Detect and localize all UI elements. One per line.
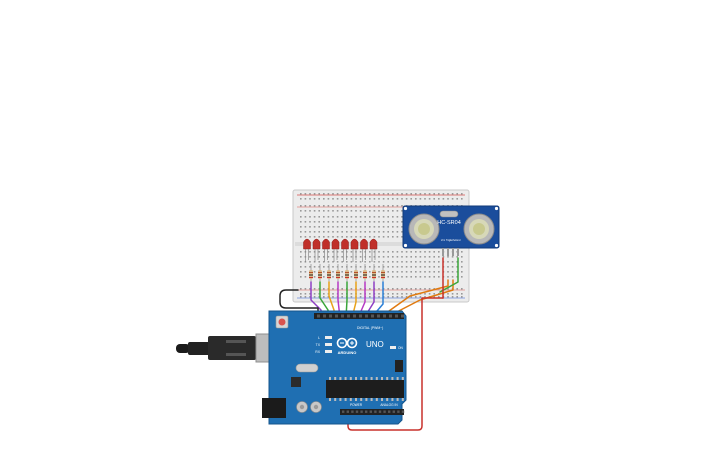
resistor-icon[interactable] — [381, 264, 385, 284]
icsp-header-icon — [395, 360, 403, 372]
mount-hole-icon — [403, 243, 408, 248]
chip-pins — [329, 377, 404, 401]
led-icon[interactable] — [331, 238, 340, 262]
sensor-pin-label-gnd: Gnd — [456, 239, 461, 242]
led-l-indicator — [325, 336, 332, 339]
model-label: UNO — [366, 340, 384, 349]
digital-pins — [317, 314, 404, 318]
on-label: ON — [398, 346, 403, 350]
transducer-left-icon — [408, 213, 440, 245]
bottom-pins — [342, 410, 405, 413]
power-header-label: POWER — [350, 403, 363, 407]
resistor-icon[interactable] — [309, 264, 313, 284]
resistor-icon[interactable] — [363, 264, 367, 284]
led-icon[interactable] — [341, 238, 349, 262]
resistor-icon[interactable] — [327, 264, 331, 284]
led-icon[interactable] — [360, 238, 368, 262]
mount-hole-icon — [494, 243, 499, 248]
led-icon[interactable] — [322, 238, 330, 262]
sensor-pin-label-vcc: Vcc — [441, 239, 446, 242]
led-tx-indicator — [325, 343, 332, 346]
led-rx-label: RX — [315, 350, 320, 354]
resistor-icon[interactable] — [345, 264, 349, 284]
led-icon[interactable] — [350, 238, 359, 262]
brand-label: ARDUINO — [338, 350, 357, 355]
led-icon[interactable] — [312, 238, 321, 262]
atmega-chip-icon — [326, 380, 404, 398]
led-icon[interactable] — [303, 238, 311, 262]
wire-black-gnd[interactable] — [279, 289, 319, 319]
led-icon[interactable] — [369, 238, 378, 262]
wire-orange-trig[interactable] — [381, 279, 449, 317]
dc-jack-icon[interactable] — [262, 398, 286, 418]
resistor-row — [309, 264, 385, 284]
usb-grip-icon — [226, 340, 246, 343]
reset-button-icon — [278, 318, 286, 326]
sensor-label: HC-SR04 — [437, 220, 461, 226]
sensor-pin-label-echo: Echo — [450, 239, 456, 242]
wire-red-5v[interactable] — [347, 297, 444, 431]
mount-hole-icon — [494, 206, 499, 211]
transducer-right-icon — [463, 213, 495, 245]
led-tx-label: TX — [316, 343, 321, 347]
resistor-icon[interactable] — [372, 264, 376, 284]
resistor-icon[interactable] — [354, 264, 358, 284]
sensor-pin-label-trig: Trig — [446, 239, 451, 242]
analog-header-label: ANALOG IN — [380, 403, 398, 407]
led-row — [303, 238, 378, 262]
resistor-icon[interactable] — [336, 264, 340, 284]
mount-hole-icon — [403, 206, 408, 211]
resistor-icon[interactable] — [318, 264, 322, 284]
usb-grip-icon — [226, 353, 246, 356]
crystal-oscillator-icon — [295, 363, 319, 373]
power-led-indicator — [390, 346, 396, 349]
arduino-logo-icon — [336, 337, 358, 349]
arduino-uno-board[interactable]: DIGITAL (PWM~) L TX RX ARDUINO UNO ON — [262, 310, 407, 425]
digital-header-label: DIGITAL (PWM~) — [357, 326, 383, 330]
ultrasonic-sensor[interactable]: HC-SR04 Vcc Trig Echo Gnd — [402, 205, 500, 256]
led-l-label: L — [318, 336, 320, 340]
breadboard-trench — [295, 242, 467, 246]
regulator-icon — [291, 377, 301, 387]
wire-green-gnd[interactable] — [439, 257, 459, 293]
led-rx-indicator — [325, 350, 332, 353]
crystal-icon — [439, 210, 459, 218]
